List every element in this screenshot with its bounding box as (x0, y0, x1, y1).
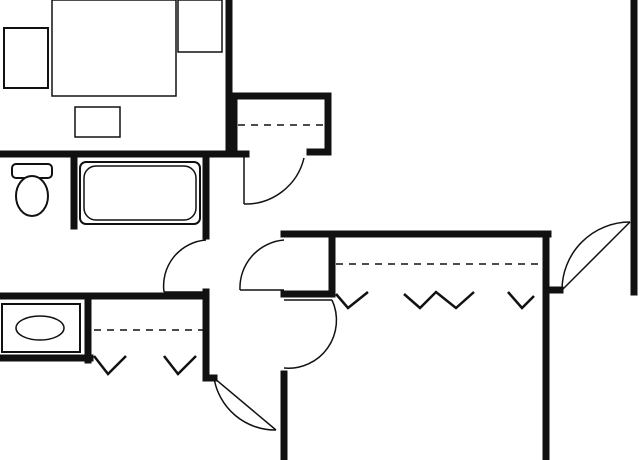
nightstand (177, 0, 223, 53)
bathroom-fixtures (1, 161, 201, 353)
closet-shelves (94, 124, 544, 331)
bifold-doors (93, 290, 535, 376)
toilet (11, 163, 53, 217)
dresser (3, 27, 49, 89)
bedroom-furniture (3, 0, 223, 138)
bathtub (79, 161, 201, 225)
sink (1, 303, 81, 353)
bed (51, 0, 177, 97)
tv-stand (74, 106, 121, 138)
door-swings (162, 154, 631, 431)
